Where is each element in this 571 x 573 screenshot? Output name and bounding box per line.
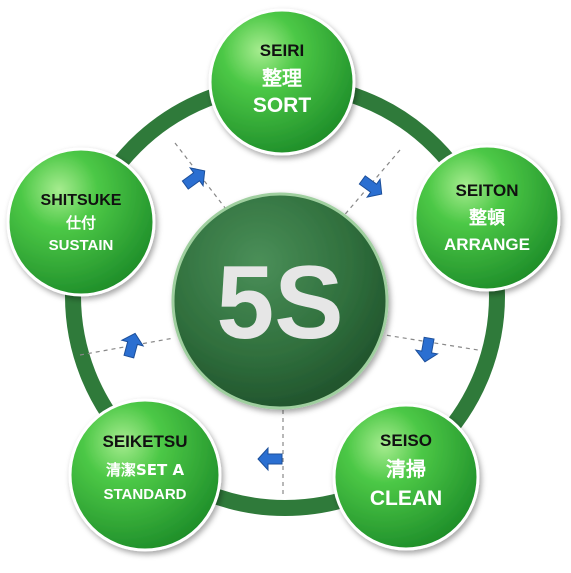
node-seiso: SEISO 清掃 CLEAN <box>332 403 480 551</box>
node-seiri: SEIRI 整理 SORT <box>208 8 356 156</box>
node-english: SORT <box>253 94 312 117</box>
connector-2 <box>340 149 401 220</box>
node-kanji: 仕付 <box>65 214 96 232</box>
center-label: 5S <box>216 245 343 361</box>
node-english: SUSTAIN <box>49 237 114 254</box>
node-kanji-english: 清潔SET A <box>106 461 185 479</box>
flow-arrows <box>120 167 439 472</box>
node-seiton: SEITON 整頓 ARRANGE <box>413 144 561 292</box>
arrow-icon <box>181 167 206 190</box>
node-shitsuke: SHITSUKE 仕付 SUSTAIN <box>6 147 156 297</box>
node-romaji: SEIKETSU <box>102 432 187 451</box>
center-circle: 5S <box>171 192 389 410</box>
node-kanji: 整理 <box>261 66 302 90</box>
arrow-icon <box>257 446 283 472</box>
node-kanji: 整頓 <box>468 207 505 229</box>
node-english: STANDARD <box>103 486 186 503</box>
arrow-icon <box>414 336 439 363</box>
node-english: CLEAN <box>370 487 442 510</box>
node-romaji: SEITON <box>456 181 519 200</box>
node-romaji: SEISO <box>380 431 432 450</box>
arrow-icon <box>120 332 145 359</box>
node-english: ARRANGE <box>444 235 530 254</box>
node-seiketsu: SEIKETSU 清潔SET A STANDARD <box>68 398 222 552</box>
node-romaji: SHITSUKE <box>41 192 122 209</box>
arrow-icon <box>358 175 383 198</box>
connector-1 <box>174 142 230 214</box>
node-kanji: 清掃 <box>386 457 426 481</box>
node-romaji: SEIRI <box>260 41 304 60</box>
